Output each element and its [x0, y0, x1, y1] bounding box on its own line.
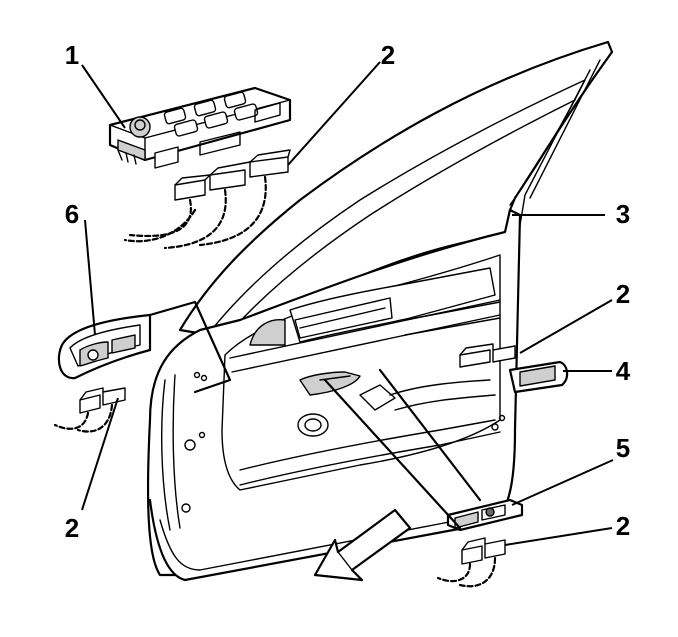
- seat-switch-connector: [436, 537, 506, 588]
- callout-5: 5: [616, 433, 630, 463]
- rear-window-switch: [459, 343, 569, 394]
- callout-2-left-lower: 2: [65, 513, 79, 543]
- callout-6: 6: [65, 199, 79, 229]
- seat-switch: [446, 498, 524, 532]
- callout-2-top: 2: [381, 40, 395, 70]
- callout-2-right-upper: 2: [616, 279, 630, 309]
- door-lock-switch-bezel: [57, 300, 232, 394]
- leader-lines: [81, 61, 614, 546]
- front-door: [146, 40, 614, 582]
- callout-3: 3: [616, 199, 630, 229]
- forward-arrow-icon: [313, 508, 412, 582]
- callout-2-right-lower: 2: [616, 511, 630, 541]
- explosion-line-left: [323, 378, 462, 530]
- master-window-switch: [108, 86, 292, 169]
- callout-4: 4: [616, 356, 631, 386]
- callout-1: 1: [65, 40, 79, 70]
- lock-switch-connector: [53, 387, 126, 433]
- master-switch-connectors: [123, 149, 291, 250]
- explosion-line-right: [378, 368, 482, 502]
